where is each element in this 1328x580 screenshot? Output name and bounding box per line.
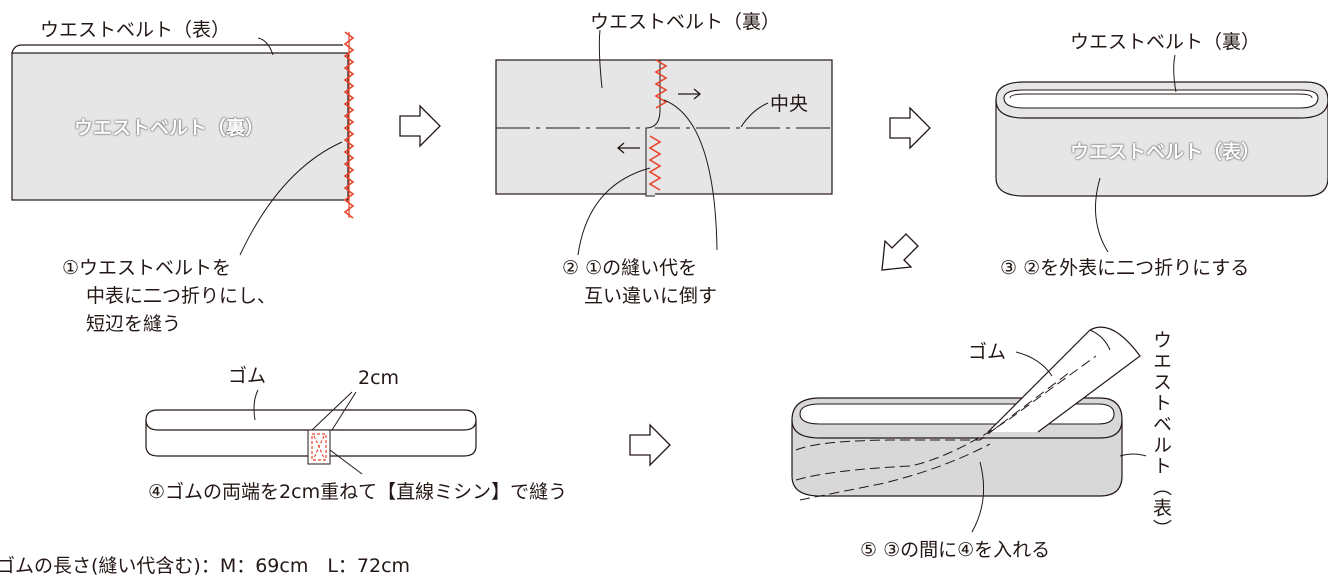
step1-caption-3: 短辺を縫う bbox=[86, 313, 182, 335]
step1-caption-2: 中表に二つ折りにし、 bbox=[86, 285, 277, 307]
arrow-right-icon bbox=[399, 104, 441, 148]
step1-label-back: ウエストベルト（裏） bbox=[74, 117, 265, 139]
step5-assembly bbox=[791, 326, 1147, 533]
step4-rubber-loop bbox=[145, 389, 477, 475]
arrow-down-left-icon bbox=[881, 233, 919, 271]
step2-zigzag-lower bbox=[648, 135, 662, 191]
step2-label-back: ウエストベルト（裏） bbox=[590, 11, 781, 33]
step2-label-center: 中央 bbox=[770, 93, 809, 115]
step3-label-front: ウエストベルト（表） bbox=[1070, 141, 1261, 163]
step5-caption: ⑤ ③の間に④を入れる bbox=[860, 539, 1051, 561]
step4-caption: ④ゴムの両端を2cm重ねて【直線ミシン】で縫う bbox=[148, 481, 568, 503]
step4-label-rubber: ゴム bbox=[228, 365, 267, 387]
step5-label-belt: ウエストベルト（表） bbox=[1150, 330, 1172, 540]
step1-caption-1: ①ウエストベルトを bbox=[62, 257, 232, 279]
arrow-right-icon bbox=[889, 106, 931, 150]
step2-caption-2: 互い違いに倒す bbox=[584, 285, 718, 307]
step2-belt bbox=[495, 29, 833, 256]
step4-label-overlap: 2cm bbox=[358, 367, 400, 389]
step3-belt-loop bbox=[995, 54, 1328, 253]
step1-belt-folded bbox=[11, 31, 355, 256]
step3-label-back: ウエストベルト（裏） bbox=[1070, 31, 1261, 53]
step2-caption-1: ② ①の縫い代を bbox=[562, 257, 698, 279]
sewing-instruction-diagram bbox=[11, 29, 1328, 533]
step1-label-front: ウエストベルト（表） bbox=[40, 19, 231, 41]
step2-zigzag-upper bbox=[654, 59, 668, 109]
step5-label-rubber: ゴム bbox=[968, 341, 1007, 363]
arrow-right-icon bbox=[629, 423, 671, 467]
rubber-length-note: ゴムの長さ(縫い代含む)：M：69cm L：72cm bbox=[0, 555, 411, 577]
step3-caption: ③ ②を外表に二つ折りにする bbox=[1000, 257, 1250, 279]
